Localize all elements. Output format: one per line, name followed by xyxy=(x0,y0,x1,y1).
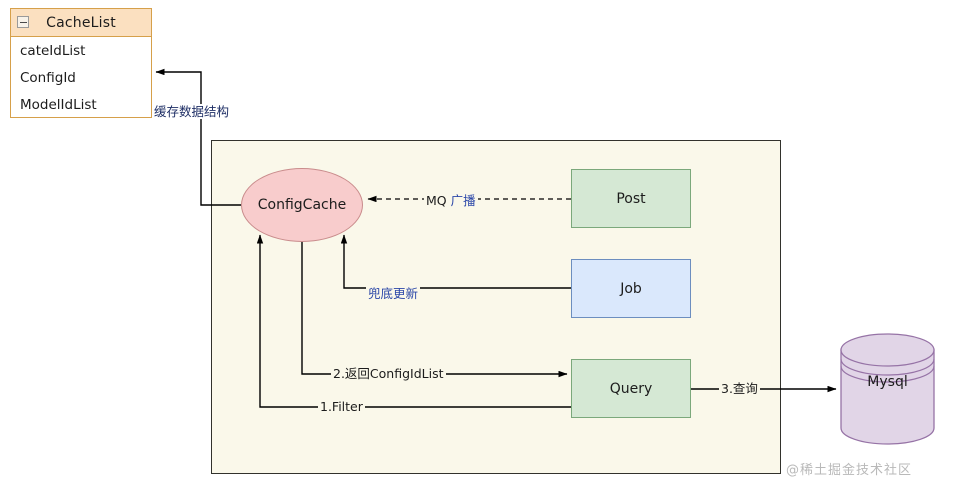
edge-label-cache-structure: 缓存数据结构 xyxy=(152,104,232,119)
node-configcache[interactable]: ConfigCache xyxy=(241,168,363,242)
node-query[interactable]: Query xyxy=(571,359,691,418)
node-post[interactable]: Post xyxy=(571,169,691,228)
watermark: @稀土掘金技术社区 xyxy=(786,463,913,478)
uml-class-cachelist[interactable]: CacheList cateIdList ConfigId ModelIdLis… xyxy=(10,8,152,118)
node-mysql-label: Mysql xyxy=(867,374,908,390)
edge-label-return-configidlist: 2.返回ConfigIdList xyxy=(331,366,446,381)
uml-attribute-row: ConfigId xyxy=(20,69,76,86)
uml-attribute-row: cateIdList xyxy=(20,42,86,59)
uml-class-header: CacheList xyxy=(11,9,151,37)
edge-cache-structure xyxy=(155,68,241,206)
edge-fallback-update xyxy=(340,234,571,289)
edge-label-fallback-update: 兜底更新 xyxy=(366,286,421,301)
minus-icon[interactable] xyxy=(17,16,29,28)
edge-label-mq-text: MQ xyxy=(426,193,447,208)
edge-filter xyxy=(256,234,571,408)
node-mysql[interactable] xyxy=(840,332,935,446)
edge-label-filter: 1.Filter xyxy=(318,399,365,414)
edge-label-broadcast-text: 广播 xyxy=(450,193,476,208)
uml-attribute-row: ModelIdList xyxy=(20,96,97,113)
edge-label-db-query: 3.查询 xyxy=(719,381,760,396)
edge-return-configidlist xyxy=(301,238,568,378)
uml-class-title: CacheList xyxy=(46,14,116,31)
edge-label-mq-broadcast: MQ 广播 xyxy=(424,193,478,208)
node-job[interactable]: Job xyxy=(571,259,691,318)
